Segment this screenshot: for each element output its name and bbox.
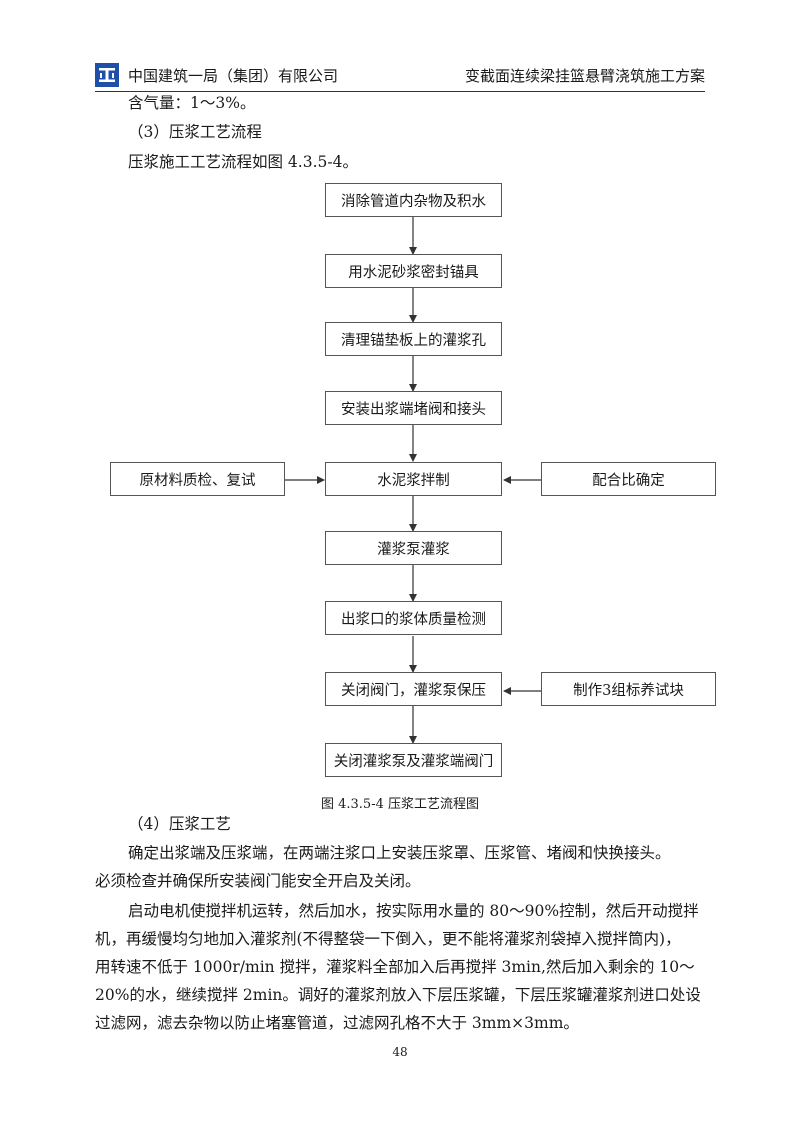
text-para2-line3: 用转速不低于 1000r/min 搅拌，灌浆料全部加入后再搅拌 3min,然后加… — [95, 958, 695, 976]
figure-caption: 图 4.3.5-4 压浆工艺流程图 — [320, 797, 479, 812]
text-para1-line2: 必须检查并确保所安装阀门能安全开启及关闭。 — [95, 872, 421, 890]
company-logo — [95, 63, 119, 87]
flow-step-5: 水泥浆拌制 — [325, 462, 502, 496]
text-para2-line1: 启动电机使搅拌机运转，然后加水，按实际用水量的 80～90%控制，然后开动搅拌 — [128, 902, 699, 920]
text-para2-line4: 20%的水，继续搅拌 2min。调好的灌浆剂放入下层压浆罐，下层压浆罐灌浆剂进口… — [95, 986, 701, 1004]
text-para2-line5: 过滤网，滤去杂物以防止堵塞管道，过滤网孔格不大于 3mm×3mm。 — [95, 1014, 579, 1032]
document-title: 变截面连续梁挂篮悬臂浇筑施工方案 — [464, 67, 705, 85]
flow-step-9: 关闭灌浆泵及灌浆端阀门 — [325, 743, 502, 777]
flow-step-8: 关闭阀门，灌浆泵保压 — [325, 672, 502, 706]
page-header: 中国建筑一局（集团）有限公司 变截面连续梁挂篮悬臂浇筑施工方案 — [95, 57, 705, 91]
flow-step-6: 灌浆泵灌浆 — [325, 531, 502, 565]
flow-step-1: 消除管道内杂物及积水 — [325, 183, 502, 217]
flow-side-mix-ratio: 配合比确定 — [541, 462, 716, 496]
text-para2-line2: 机，再缓慢均匀地加入灌浆剂(不得整袋一下倒入，更不能将灌浆剂袋掉入搅拌筒内)， — [95, 930, 681, 948]
text-para1-line1: 确定出浆端及压浆端，在两端注浆口上安装压浆罩、压浆管、堵阀和快换接头。 — [128, 844, 671, 862]
company-name: 中国建筑一局（集团）有限公司 — [128, 67, 339, 85]
flow-step-3: 清理锚垫板上的灌浆孔 — [325, 322, 502, 356]
flow-side-test-blocks: 制作3组标养试块 — [541, 672, 716, 706]
section-heading-4: （4）压浆工艺 — [128, 815, 231, 833]
flow-side-materials: 原材料质检、复试 — [110, 462, 285, 496]
section-heading-3: （3）压浆工艺流程 — [128, 123, 262, 141]
text-flow-reference: 压浆施工工艺流程如图 4.3.5-4。 — [128, 153, 358, 171]
text-air-content: 含气量：1～3%。 — [128, 94, 256, 112]
page-number: 48 — [392, 1045, 408, 1059]
flow-step-2: 用水泥砂浆密封锚具 — [325, 254, 502, 288]
header-divider — [95, 91, 705, 92]
flow-step-4: 安装出浆端堵阀和接头 — [325, 391, 502, 425]
flow-step-7: 出浆口的浆体质量检测 — [325, 601, 502, 635]
